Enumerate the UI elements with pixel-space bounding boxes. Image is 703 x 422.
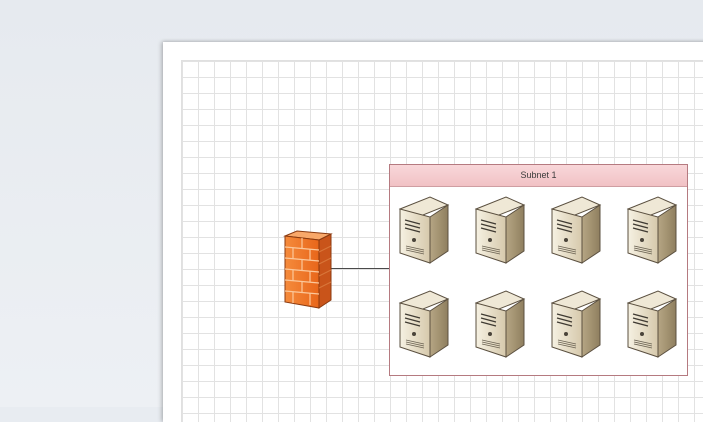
server-icon[interactable] xyxy=(472,195,528,265)
server-icon[interactable] xyxy=(396,195,452,265)
server-icon[interactable] xyxy=(624,289,680,359)
connector-line[interactable] xyxy=(331,268,390,269)
server-icon[interactable] xyxy=(396,289,452,359)
firewall-icon[interactable] xyxy=(283,230,333,310)
server-icon[interactable] xyxy=(548,289,604,359)
server-icon[interactable] xyxy=(548,195,604,265)
subnet-title[interactable]: Subnet 1 xyxy=(390,165,687,187)
server-icon[interactable] xyxy=(472,289,528,359)
server-icon[interactable] xyxy=(624,195,680,265)
